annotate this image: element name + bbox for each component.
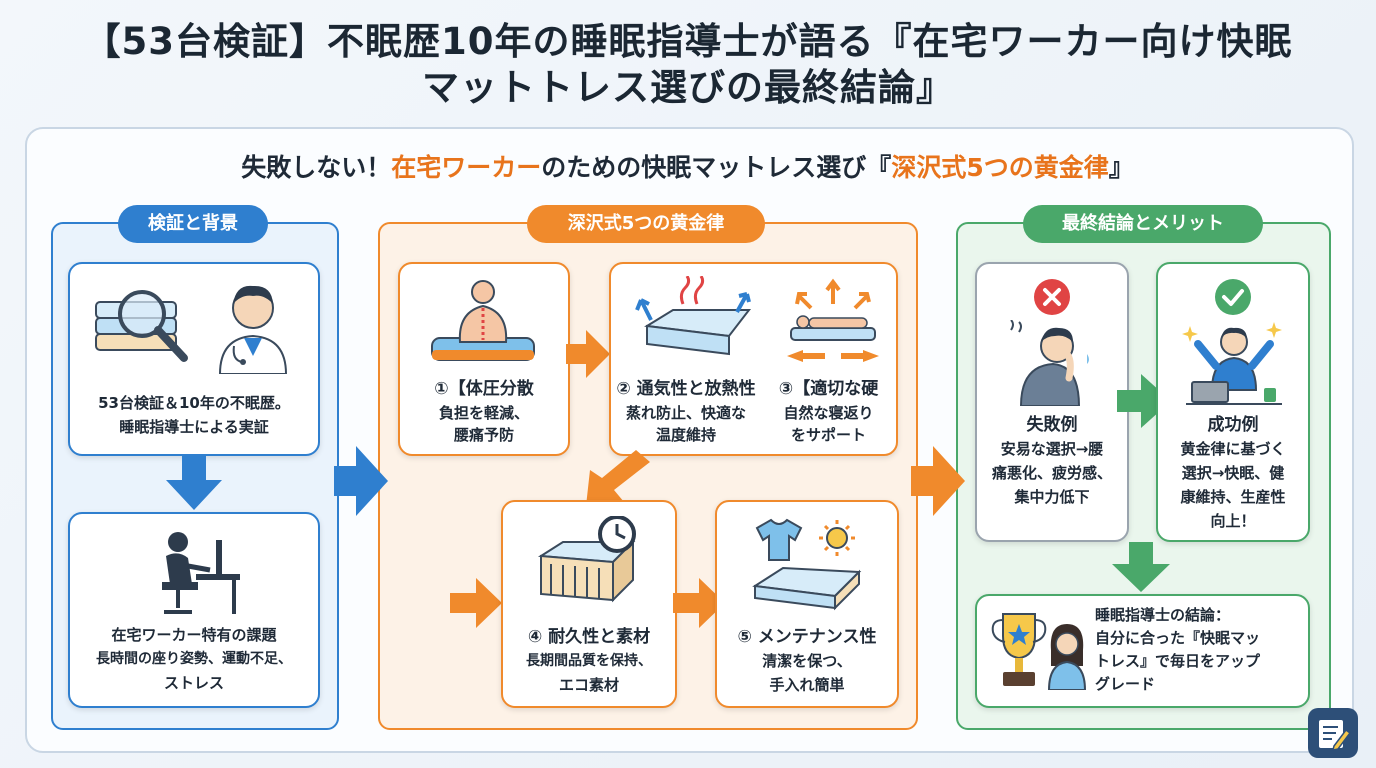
rule3-line1: 自然な寝返り [783, 404, 874, 422]
heading-conclusion: 最終結論とメリット [1023, 205, 1263, 243]
tshirt-sun-icon [752, 518, 862, 611]
success-line3: 康維持、生産性 [1180, 488, 1286, 506]
subtitle-part5: 』 [1108, 153, 1134, 182]
rule3-line2: をサポート [790, 426, 866, 444]
subtitle: 失敗しない！在宅ワーカーのための快眠マットレス選び『深沢式5つの黄金律』 [25, 148, 1350, 184]
tired-person-icon [1010, 320, 1089, 406]
check-icon [1215, 279, 1251, 315]
woman-icon [1047, 624, 1087, 690]
rule2-title: ② 通気性と放熱性 [616, 379, 756, 399]
subtitle-highlight2: 深沢式5つの黄金律 [891, 153, 1109, 182]
magnifier-mattress-icon [95, 290, 188, 362]
card-success-example: 成功例 黄金律に基づく 選択→快眠、健 康維持、生産性 向上！ [1156, 262, 1310, 542]
rule4-line1: 長期間品質を保持、 [526, 653, 652, 669]
fail-title: 失敗例 [1026, 415, 1078, 435]
conclusion-text: 睡眠指導士の結論： 自分に合った『快眠マッ トレス』で毎日をアップ グレード [1095, 604, 1260, 696]
card-fail-example: 失敗例 安易な選択→腰 痛悪化、疲労感、 集中力低下 [975, 262, 1129, 542]
rule2-line2: 温度維持 [655, 426, 716, 444]
success-line1: 黄金律に基づく [1180, 440, 1286, 458]
page-title-line1: 【53台検証】不眠歴10年の睡眠指導士が語る『在宅ワーカー向け快眠 [83, 20, 1293, 63]
fail-line2: 痛悪化、疲労感、 [991, 464, 1112, 482]
rule5-title: ⑤ メンテナンス性 [737, 627, 877, 647]
conclusion-line1: 睡眠指導士の結論： [1095, 606, 1231, 624]
conclusion-line3: トレス』で毎日をアップ [1095, 652, 1261, 670]
arrow-right-orange [911, 446, 965, 516]
card-verification: 53台検証＆10年の不眠歴。 睡眠指導士による実証 [68, 262, 320, 456]
rule4-line2: エコ素材 [558, 676, 619, 694]
subtitle-part3: のための快眠マットレス選び『 [541, 153, 892, 182]
rule1-title: ①【体圧分散 [434, 379, 534, 399]
card-verification-line1: 53台検証＆10年の不眠歴。 [98, 394, 290, 412]
fail-line3: 集中力低下 [1014, 488, 1090, 506]
card-verification-line2: 睡眠指導士による実証 [119, 418, 269, 436]
card-rule5: ⑤ メンテナンス性 清潔を保つ、 手入れ簡単 [715, 500, 899, 708]
conclusion-line4: グレード [1095, 675, 1156, 693]
trophy-icon [991, 613, 1047, 686]
card-remote-title: 在宅ワーカー特有の課題 [111, 626, 277, 644]
rule1-line1: 負担を軽減、 [438, 404, 529, 422]
card-rule4: ④ 耐久性と素材 長期間品質を保持、 エコ素材 [501, 500, 677, 708]
card-remote-issues: 在宅ワーカー特有の課題 長時間の座り姿勢、運動不足、 ストレス [68, 512, 320, 708]
arrow-right-blue [334, 446, 388, 516]
fail-line1: 安易な選択→腰 [1000, 440, 1104, 458]
rule5-line1: 清潔を保つ、 [762, 652, 852, 670]
happy-person-icon [1182, 322, 1282, 405]
card-rule2-3: ② 通気性と放熱性 蒸れ防止、快適な 温度維持 ③【適切な硬 自然な寝返り をサ… [609, 262, 898, 456]
rule5-line2: 手入れ簡単 [769, 676, 845, 694]
spine-icon [431, 280, 535, 361]
heading-golden-rules: 深沢式5つの黄金律 [527, 205, 765, 243]
mattress-heat-icon [635, 276, 752, 356]
success-title: 成功例 [1207, 415, 1259, 435]
edit-note-icon [1319, 720, 1352, 751]
card-final-conclusion: 睡眠指導士の結論： 自分に合った『快眠マッ トレス』で毎日をアップ グレード [975, 594, 1310, 708]
mattress-clock-icon [537, 516, 636, 603]
rule2-line1: 蒸れ防止、快適な [625, 404, 746, 422]
arrow-into-rule5 [673, 578, 725, 628]
success-line4: 向上！ [1210, 512, 1256, 530]
arrow-right-green [1117, 374, 1171, 428]
desk-worker-icon [162, 532, 240, 614]
arrow-into-rule4 [450, 578, 502, 628]
page-title-line2: マットトレス選びの最終結論』 [422, 66, 954, 109]
success-line2: 選択→快眠、健 [1181, 464, 1285, 482]
subtitle-part1: 失敗しない！ [241, 153, 392, 182]
card-rule1: ①【体圧分散 負担を軽減、 腰痛予防 [398, 262, 570, 456]
card-remote-line3: ストレス [163, 674, 224, 692]
conclusion-line2: 自分に合った『快眠マッ [1095, 629, 1261, 647]
arrow-down-blue [166, 456, 222, 510]
rule1-line2: 腰痛予防 [453, 426, 514, 444]
edit-note-button[interactable] [1308, 708, 1358, 758]
rule3-title: ③【適切な硬 [778, 379, 879, 399]
heading-background: 検証と背景 [118, 205, 268, 243]
doctor-icon [218, 285, 288, 374]
arrow-down-green [1112, 542, 1170, 592]
arrow-down-left-orange [586, 450, 650, 506]
card-remote-line2: 長時間の座り姿勢、運動不足、 [96, 651, 292, 667]
sleeping-person-icon [787, 278, 879, 362]
rule4-title: ④ 耐久性と素材 [527, 627, 651, 647]
cross-icon [1034, 279, 1070, 315]
subtitle-highlight1: 在宅ワーカー [391, 153, 542, 182]
arrow-right-orange-small [566, 330, 610, 378]
